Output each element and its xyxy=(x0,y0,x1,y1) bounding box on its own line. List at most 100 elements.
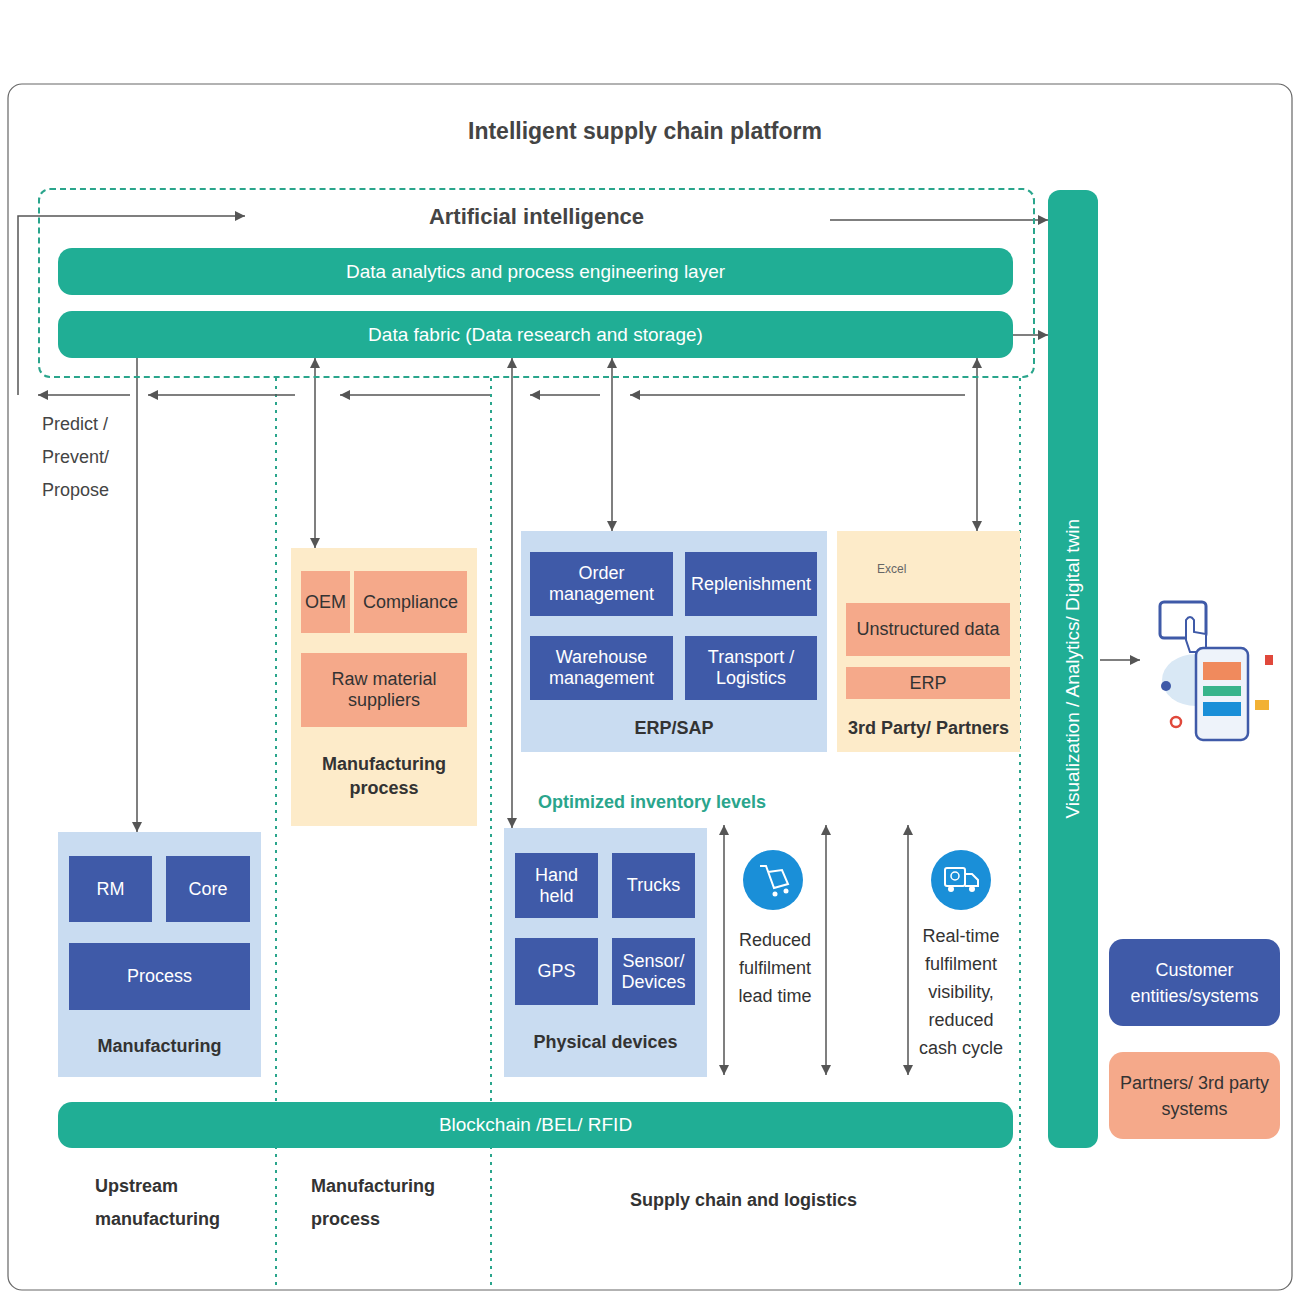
feedback-arrow xyxy=(148,394,295,396)
partner-box: Compliance xyxy=(354,571,467,633)
box-label: Order management xyxy=(534,563,669,604)
phone-card xyxy=(1203,686,1241,696)
icon-circle xyxy=(743,850,803,910)
box-label: Replenishment xyxy=(691,574,811,595)
output-arrow xyxy=(1100,659,1140,661)
legend-label: Customer entities/systems xyxy=(1115,957,1274,1009)
annotation: Upstream manufacturing xyxy=(95,1170,255,1236)
annotation: Supply chain and logistics xyxy=(630,1190,857,1211)
box-label: Blockchain /BEL/ RFID xyxy=(439,1114,632,1136)
phone xyxy=(1196,648,1248,740)
box-label: OEM xyxy=(305,592,346,613)
annotation: Reduced fulfilment lead time xyxy=(725,926,825,1010)
box-label: Raw material suppliers xyxy=(305,669,463,710)
group-heading: Manufacturing xyxy=(58,1034,261,1058)
layer-band: Blockchain /BEL/ RFID xyxy=(58,1102,1013,1148)
diagram-title: Intelligent supply chain platform xyxy=(245,118,1045,145)
truck-icon xyxy=(931,850,991,910)
truck-wheel xyxy=(948,886,954,892)
outer-frame xyxy=(8,84,1292,1290)
box-label: Warehouse management xyxy=(534,647,669,688)
box-label: Compliance xyxy=(363,592,458,613)
group-heading: ERP/SAP xyxy=(521,716,827,740)
annotation: Real-time fulfilment visibility, reduced… xyxy=(911,922,1011,1062)
group-heading: Physical devices xyxy=(504,1030,707,1054)
system-box: Warehouse management xyxy=(530,636,673,700)
dot xyxy=(1255,700,1269,710)
box-label: Sensor/ Devices xyxy=(616,951,691,992)
system-box: Process xyxy=(69,943,250,1010)
layer-band: Data fabric (Data research and storage) xyxy=(58,311,1013,358)
group-panel: Physical devices Hand held TrucksGPS Sensor… xyxy=(504,828,707,1077)
truck-cab xyxy=(965,874,978,886)
group-heading: Artificial intelligence xyxy=(40,204,1033,230)
box-label: Process xyxy=(127,966,192,987)
connector xyxy=(136,358,138,832)
feedback-arrow xyxy=(340,394,490,396)
system-box: RM xyxy=(69,856,152,922)
box-label: ERP xyxy=(909,673,946,694)
box-label: Unstructured data xyxy=(856,619,999,640)
feedback-arrow xyxy=(38,394,130,396)
double-arrow xyxy=(723,825,725,1075)
phone-card xyxy=(1203,702,1241,716)
box-label: Data analytics and process engineering l… xyxy=(346,261,725,283)
feedback-loop xyxy=(18,216,245,395)
group-heading: 3rd Party/ Partners xyxy=(837,716,1020,740)
box-label: Core xyxy=(188,879,227,900)
connector xyxy=(611,358,613,531)
system-box: Trucks xyxy=(612,853,695,918)
cart-wheel xyxy=(784,889,789,894)
dot xyxy=(1161,681,1171,691)
group-panel: Manufacturing process OEM ComplianceRaw ma… xyxy=(291,548,477,826)
annotation: Optimized inventory levels xyxy=(538,792,766,813)
divider xyxy=(275,378,277,1290)
ai-region: Artificial intelligenceData analytics an… xyxy=(38,188,1035,378)
annotation: Manufacturing process xyxy=(311,1170,471,1236)
connector xyxy=(830,219,1048,221)
system-box: Order management xyxy=(530,552,673,616)
box-label: GPS xyxy=(537,961,575,982)
connector xyxy=(314,358,316,548)
cart-icon xyxy=(743,850,803,910)
partner-box: Raw material suppliers xyxy=(301,653,467,727)
legend-swatch xyxy=(1109,1052,1280,1139)
cart-glyph xyxy=(760,866,788,888)
double-arrow xyxy=(907,825,909,1075)
group-panel: Manufacturing RM CoreProcess xyxy=(58,832,261,1077)
dot xyxy=(1171,717,1181,727)
divider xyxy=(1019,378,1021,1290)
cart-wheel xyxy=(773,892,778,897)
partner-box: ERP xyxy=(846,667,1010,699)
group-panel: ERP/SAP Order management ReplenishmentWare… xyxy=(521,531,827,752)
clock-glyph xyxy=(951,872,959,880)
feedback-arrows xyxy=(18,216,1140,1075)
legend-swatch xyxy=(1109,939,1280,1026)
system-box: Sensor/ Devices xyxy=(612,938,695,1005)
connector xyxy=(511,358,513,828)
icon-circle xyxy=(931,850,991,910)
group-panel: 3rd Party/ Partners Unstructured dataERP xyxy=(837,531,1020,752)
feedback-arrow xyxy=(530,394,600,396)
box-label: RM xyxy=(97,879,125,900)
system-box: GPS xyxy=(515,938,598,1005)
connector xyxy=(976,358,978,531)
group-heading: Manufacturing process xyxy=(291,752,477,800)
vertical-band: Visualization / Analytics/ Digital twin xyxy=(1048,190,1098,1148)
connector xyxy=(1013,334,1048,336)
system-box: Replenishment xyxy=(685,552,817,616)
device-illustration xyxy=(1160,602,1273,740)
box-label: Hand held xyxy=(519,865,594,906)
partner-box: Unstructured data xyxy=(846,603,1010,656)
box-label: Visualization / Analytics/ Digital twin xyxy=(1062,519,1084,819)
double-arrow xyxy=(825,825,827,1075)
feedback-arrow xyxy=(630,394,965,396)
dot xyxy=(1265,655,1273,665)
system-box: Hand held xyxy=(515,853,598,918)
legend-item: Partners/ 3rd party systems xyxy=(1109,1052,1280,1139)
truck-body xyxy=(945,868,965,886)
system-box: Core xyxy=(166,856,250,922)
legend-item: Customer entities/systems xyxy=(1109,939,1280,1026)
box-label: Data fabric (Data research and storage) xyxy=(368,324,703,346)
